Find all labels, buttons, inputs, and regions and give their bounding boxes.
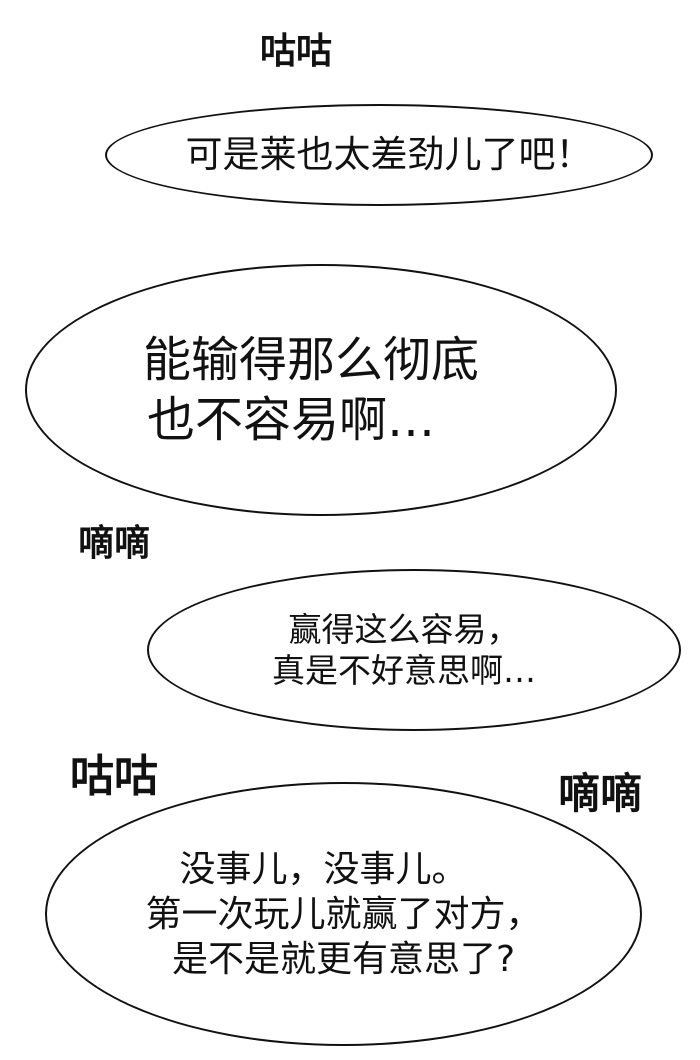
bubble-text-line: 可是莱也太差劲儿了吧！	[185, 132, 593, 176]
speech-bubble-3: 赢得这么容易， 真是不好意思啊…	[147, 569, 681, 731]
sound-effect-didi-right: 嘀嘀	[558, 769, 643, 818]
bubble-text-line: 赢得这么容易，	[288, 609, 520, 649]
bubble-text-line: 真是不好意思啊…	[272, 651, 536, 690]
bubble-text-line: 是不是就更有意思了?	[171, 938, 516, 980]
speech-bubble-1: 可是莱也太差劲儿了吧！	[105, 104, 653, 206]
sound-effect-gugu-bottom: 咕咕	[70, 751, 158, 802]
speech-bubble-2: 能输得那么彻底 也不容易啊…	[25, 264, 617, 516]
bubble-text-line: 第一次玩儿就赢了对方，	[145, 893, 542, 935]
bubble-text-line: 也不容易啊…	[146, 392, 435, 448]
speech-bubble-4: 没事儿，没事儿。 第一次玩儿就赢了对方， 是不是就更有意思了?	[45, 782, 642, 1046]
sound-effect-didi-left: 嘀嘀	[78, 522, 151, 564]
bubble-text-line: 没事儿，没事儿。	[179, 848, 468, 890]
bubble-text-line: 能输得那么彻底	[142, 332, 479, 388]
sound-effect-gugu-top: 咕咕	[260, 30, 333, 72]
